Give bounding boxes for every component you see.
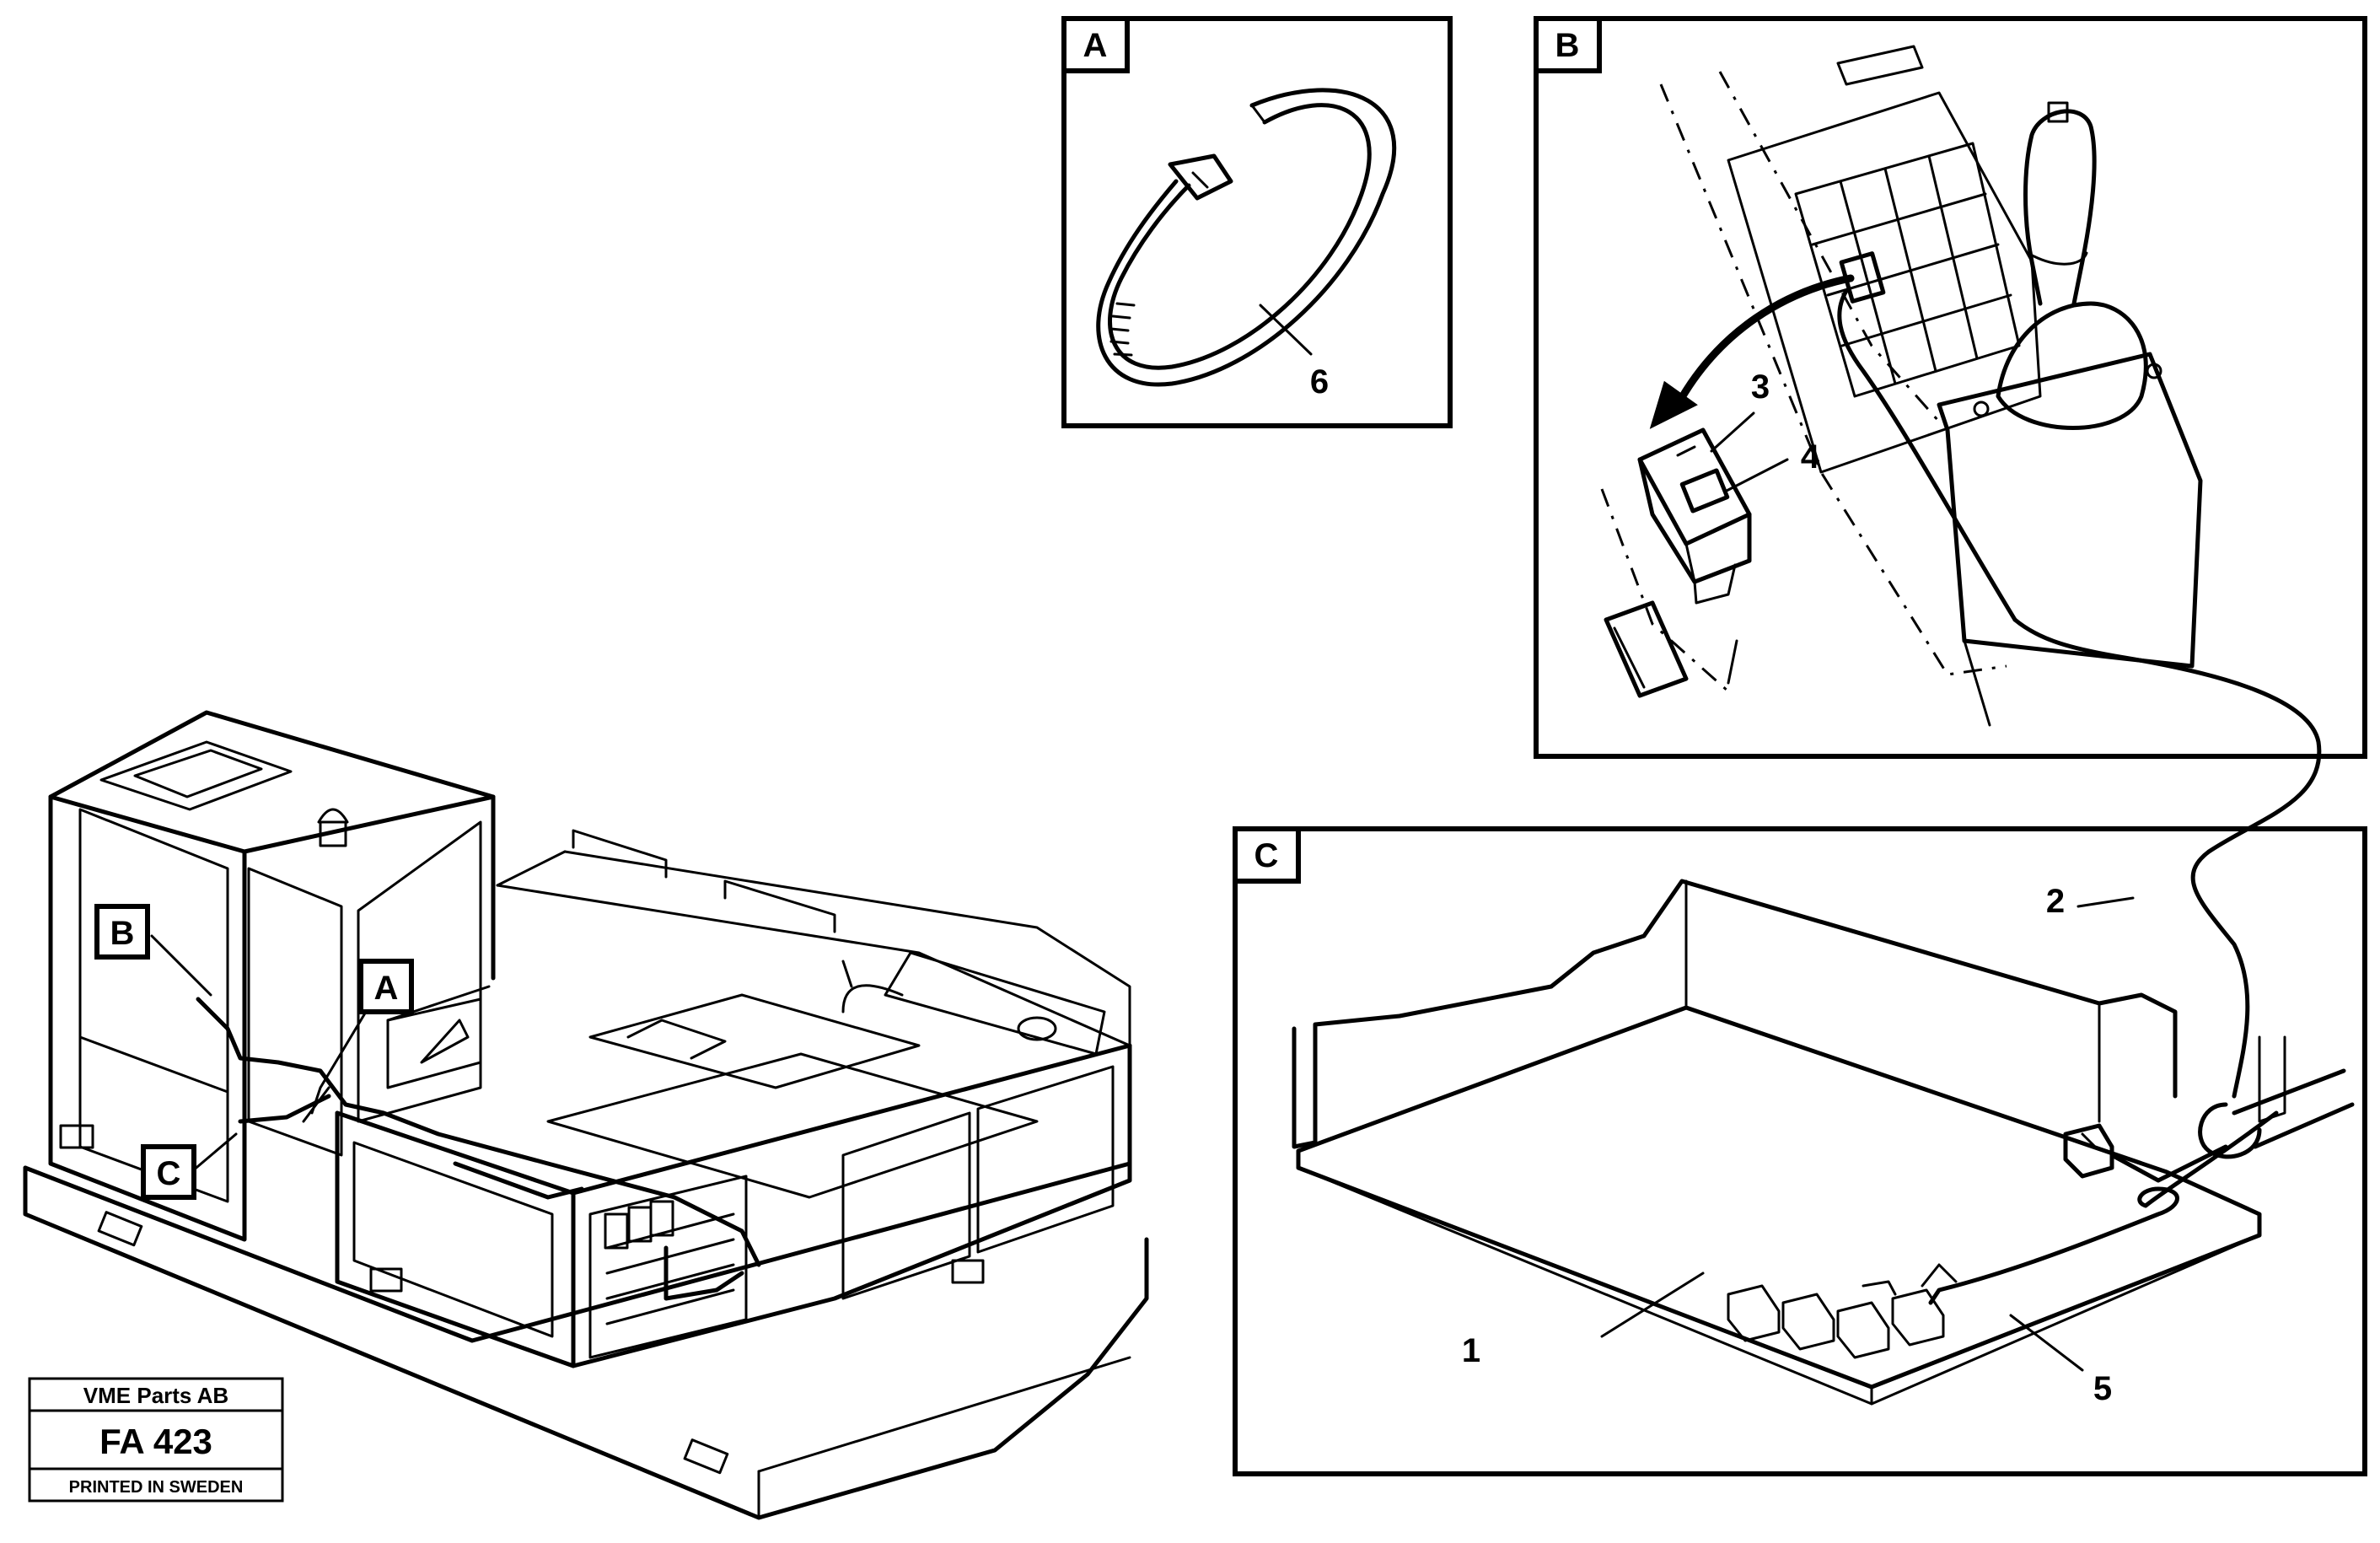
switch-grid (1794, 142, 2021, 398)
part-number-6: 6 (1310, 363, 1329, 401)
floor-plate-illustration (1292, 617, 2355, 1406)
part-number-4: 4 (1801, 438, 1820, 476)
svg-text:A: A (374, 970, 399, 1007)
excavator-overview (23, 710, 1149, 1520)
detail-panel-b: B (1534, 16, 2367, 759)
stamp-code: FA 423 (99, 1422, 212, 1461)
part-number-1: 1 (1462, 1332, 1480, 1369)
part-number-2: 2 (2046, 883, 2065, 920)
part-number-5: 5 (2093, 1370, 2112, 1407)
detail-panel-c: C (1233, 617, 2367, 1476)
cable-tie-illustration (1096, 88, 1397, 387)
relay-block (1727, 1263, 1958, 1359)
panel-b-label: B (1555, 27, 1580, 64)
overview-callout-b: B (94, 904, 150, 960)
panel-a-label: A (1083, 27, 1108, 64)
svg-text:B: B (110, 915, 135, 952)
stamp-company: VME Parts AB (83, 1383, 228, 1408)
detail-panel-a: A 6 (1061, 16, 1453, 428)
stamp-footer: PRINTED IN SWEDEN (69, 1478, 244, 1497)
part-number-3: 3 (1751, 368, 1770, 406)
overview-callout-c: C (141, 1144, 196, 1200)
panel-c-label: C (1254, 837, 1279, 874)
title-stamp: VME Parts AB FA 423 PRINTED IN SWEDEN (28, 1377, 284, 1503)
switch-panel-illustration (1600, 45, 2203, 727)
rocker-switch-detail (1637, 427, 1752, 605)
overview-callout-a: A (358, 959, 414, 1014)
svg-text:C: C (157, 1155, 181, 1192)
